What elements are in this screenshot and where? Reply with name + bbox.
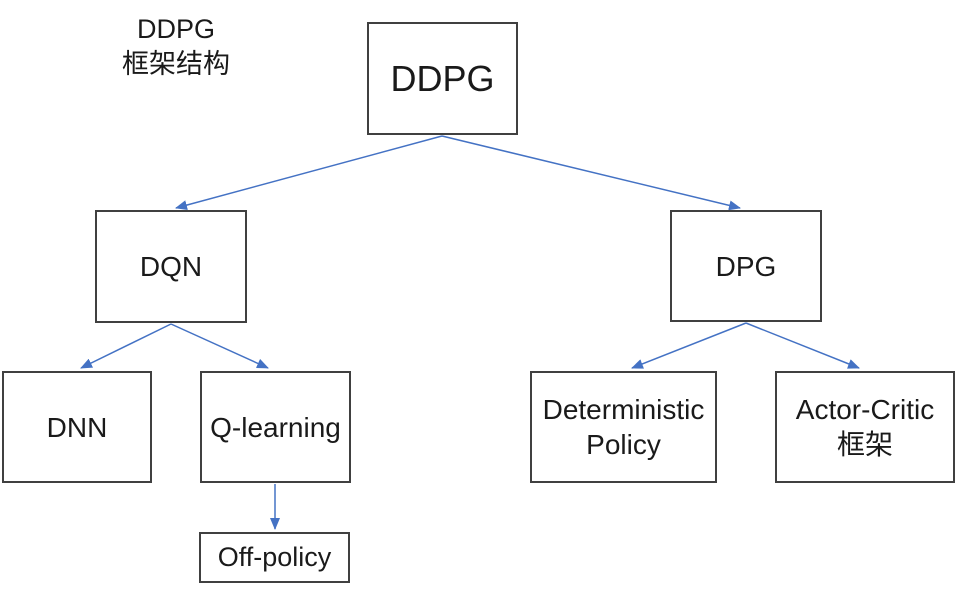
node-dqn: DQN bbox=[95, 210, 247, 323]
edge-dpg-actorcritic bbox=[745, 322, 860, 369]
edge-dpg-deterministic bbox=[631, 322, 747, 369]
node-dpg: DPG bbox=[670, 210, 822, 322]
node-off-policy: Off-policy bbox=[199, 532, 350, 583]
edge-ddpg-dqn bbox=[175, 135, 443, 210]
node-dnn: DNN bbox=[2, 371, 152, 483]
node-deterministic-policy: Deterministic Policy bbox=[530, 371, 717, 483]
edge-dqn-qlearning bbox=[170, 323, 269, 369]
node-q-learning: Q-learning bbox=[200, 371, 351, 483]
node-actor-critic: Actor-Critic 框架 bbox=[775, 371, 955, 483]
edge-ddpg-dpg bbox=[441, 135, 741, 211]
edge-dqn-dnn bbox=[80, 323, 172, 369]
diagram-title: DDPG 框架结构 bbox=[122, 14, 230, 80]
node-ddpg: DDPG bbox=[367, 22, 518, 135]
